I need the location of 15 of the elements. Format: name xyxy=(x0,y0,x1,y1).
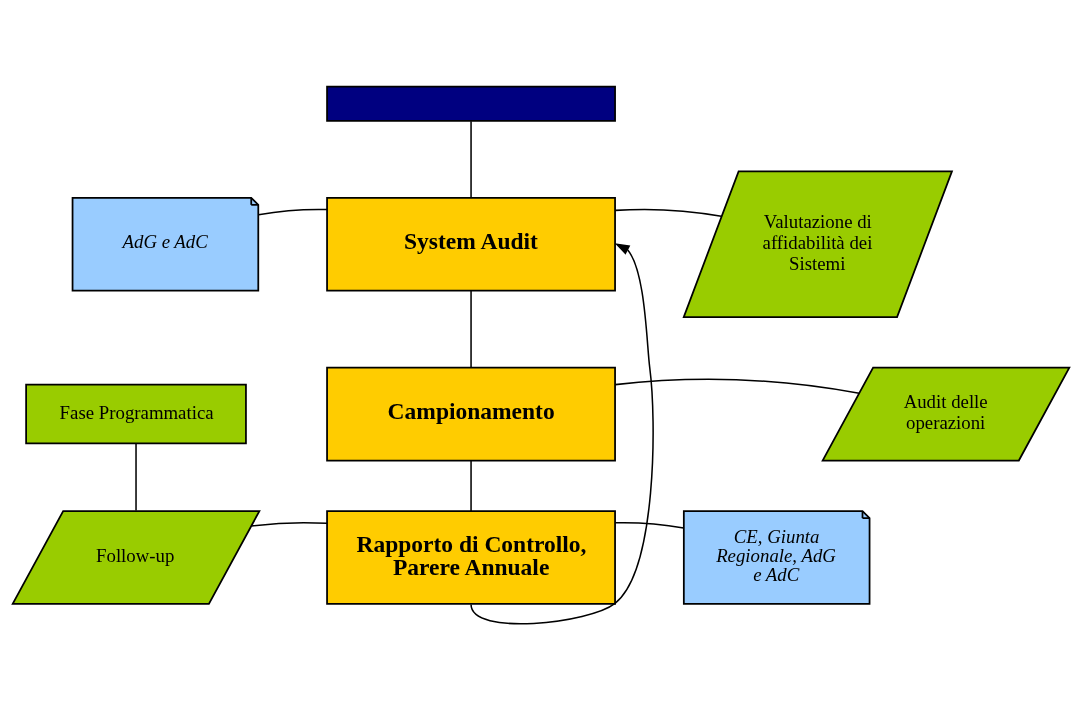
connector xyxy=(614,378,860,394)
node-box: Fase Programmatica xyxy=(25,383,247,444)
connector xyxy=(135,442,137,511)
node-box: Campionamento xyxy=(326,366,616,461)
node-box: Rapporto di Controllo, Parere Annuale xyxy=(326,509,616,605)
node-box: System Audit xyxy=(326,196,616,292)
connector xyxy=(250,521,328,527)
connector xyxy=(470,120,472,198)
connector xyxy=(614,208,723,217)
connector xyxy=(257,208,328,215)
connector xyxy=(470,289,472,368)
node-box xyxy=(326,85,616,122)
connector xyxy=(470,459,472,512)
arrow xyxy=(470,242,654,624)
connector xyxy=(614,521,685,529)
